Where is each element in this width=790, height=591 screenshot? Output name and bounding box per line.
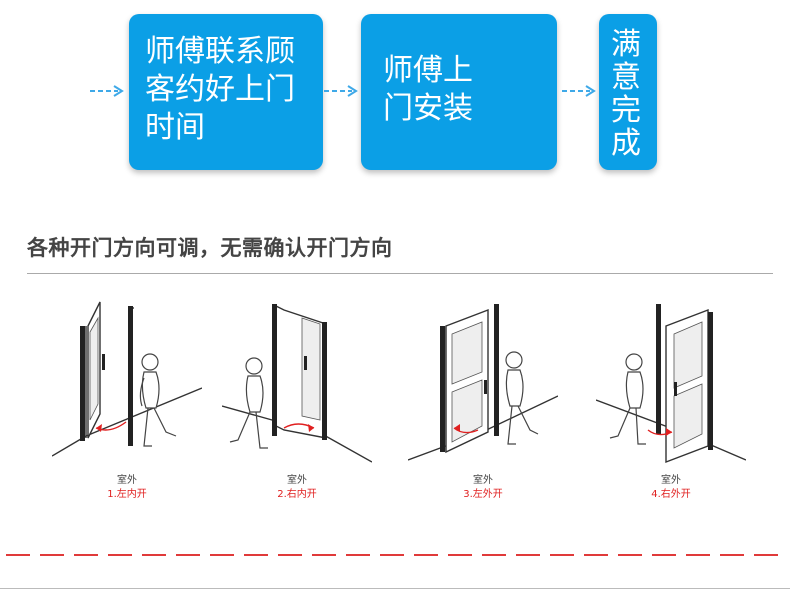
step1-line: 客约好上门 xyxy=(145,72,295,107)
section-headline: 各种开门方向可调，无需确认开门方向 xyxy=(27,236,393,260)
step-complete: 满 意 完 成 xyxy=(599,14,657,170)
door-illustration-right-outward xyxy=(596,304,746,464)
door-caption: 室外 4.右外开 xyxy=(596,474,746,502)
divider xyxy=(27,273,773,274)
dashed-divider xyxy=(6,554,784,556)
door-caption: 室外 1.左内开 xyxy=(52,474,202,502)
step3-char: 意 xyxy=(611,60,641,95)
door-illustration-left-outward xyxy=(408,304,558,461)
caption-door-type: 3.左外开 xyxy=(463,489,503,500)
step3-char: 成 xyxy=(611,126,641,161)
bottom-divider xyxy=(0,588,790,589)
door-illustration-left-inward xyxy=(52,301,202,457)
arrow-icon xyxy=(324,85,358,97)
step3-char: 满 xyxy=(611,27,641,62)
installation-flow: 师傅联系顾 客约好上门 时间 师傅上 门安装 满 意 完 成 xyxy=(0,0,790,190)
door-illustration-right-inward xyxy=(222,304,372,463)
door-caption: 室外 3.左外开 xyxy=(408,474,558,502)
caption-place: 室外 xyxy=(287,475,307,486)
caption-door-type: 4.右外开 xyxy=(651,489,691,500)
door-caption: 室外 2.右内开 xyxy=(222,474,372,502)
arrow-icon xyxy=(562,85,596,97)
caption-door-type: 2.右内开 xyxy=(277,489,317,500)
caption-place: 室外 xyxy=(661,475,681,486)
caption-place: 室外 xyxy=(473,475,493,486)
step-onsite-install: 师傅上 门安装 xyxy=(361,14,557,170)
caption-door-type: 1.左内开 xyxy=(107,489,147,500)
step1-line: 时间 xyxy=(145,110,205,145)
arrow-icon xyxy=(90,85,124,97)
step-contact-customer: 师傅联系顾 客约好上门 时间 xyxy=(129,14,323,170)
step1-line: 师傅联系顾 xyxy=(145,34,295,69)
caption-place: 室外 xyxy=(117,475,137,486)
step3-char: 完 xyxy=(611,93,641,128)
step2-line: 师傅上 xyxy=(383,53,473,88)
step2-line: 门安装 xyxy=(383,91,473,126)
